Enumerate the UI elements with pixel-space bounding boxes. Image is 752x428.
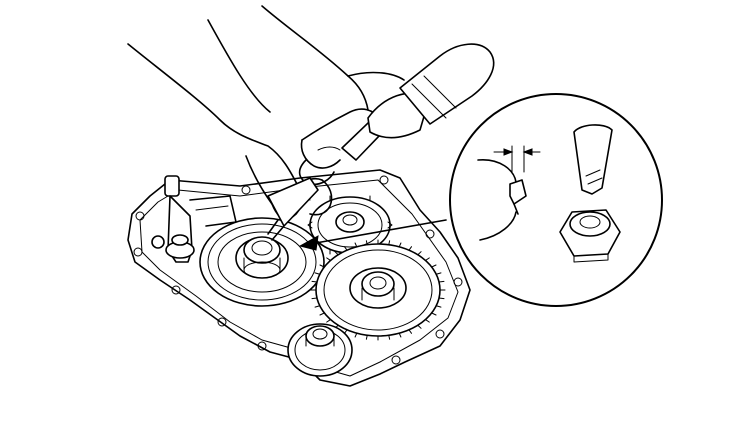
main-gear [310,239,446,341]
gear-tooth [435,272,442,275]
gear-tooth [431,312,437,316]
upper-gear [307,195,393,255]
gear-tooth [344,246,348,251]
transmission-case [127,169,471,387]
gear-tooth [438,297,445,300]
gear-tooth [417,324,422,329]
detail-view [449,93,663,307]
gear-tooth [326,319,332,323]
gear-tooth [424,257,430,261]
gear-tooth [319,312,325,316]
gear-tooth [398,242,402,248]
gear-tooth [365,240,368,246]
gear-tooth [314,305,321,308]
gear-tooth [438,280,445,283]
gear-tooth [435,305,442,308]
gear-tooth [431,264,437,268]
gear-tooth [388,334,391,340]
gear-tooth [314,272,321,275]
gear-tooth [326,257,332,261]
gear-tooth [311,297,318,300]
gear-tooth [354,332,358,338]
gear-tooth [408,246,412,251]
gear-tooth [334,251,339,256]
gear-tooth [354,242,358,248]
leader-arrow [298,219,447,251]
differential-ring-assembly [199,217,325,307]
gear-tooth [424,319,430,323]
punch-tool [267,177,319,241]
lower-gear [287,323,353,377]
gear-tooth [311,280,318,283]
right-hand [261,5,405,186]
gear-tooth [408,329,412,334]
gear-tooth [365,334,368,340]
shift-lever-assembly [151,175,237,263]
gear-tooth [417,251,422,256]
gear-tooth [319,264,325,268]
gear-tooth [388,240,391,246]
gear-tooth [398,332,402,338]
hammer [341,43,495,161]
